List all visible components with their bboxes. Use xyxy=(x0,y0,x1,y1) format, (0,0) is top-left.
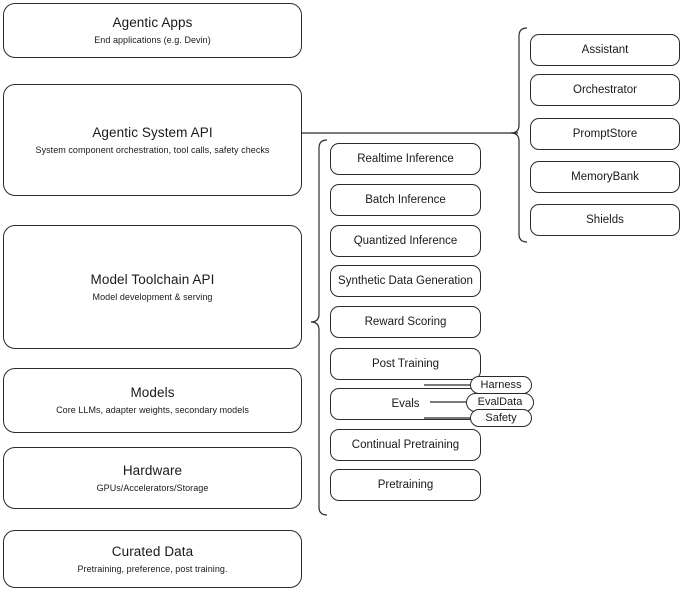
component-assistant[interactable]: Assistant xyxy=(530,34,680,66)
layer-subtitle: Model development & serving xyxy=(92,291,213,302)
layer-title: Agentic Apps xyxy=(112,15,193,30)
capability-batch-inference[interactable]: Batch Inference xyxy=(330,184,481,216)
layer-curated-data[interactable]: Curated Data Pretraining, preference, po… xyxy=(3,530,302,588)
pill-safety[interactable]: Safety xyxy=(470,409,532,427)
capability-pretraining[interactable]: Pretraining xyxy=(330,469,481,501)
component-orchestrator[interactable]: Orchestrator xyxy=(530,74,680,106)
capability-post-training[interactable]: Post Training xyxy=(330,348,481,380)
layer-hardware[interactable]: Hardware GPUs/Accelerators/Storage xyxy=(3,447,302,509)
layer-subtitle: GPUs/Accelerators/Storage xyxy=(96,482,209,493)
layer-title: Model Toolchain API xyxy=(90,271,215,287)
layer-subtitle: System component orchestration, tool cal… xyxy=(35,144,270,155)
capability-reward-scoring[interactable]: Reward Scoring xyxy=(330,306,481,338)
layer-models[interactable]: Models Core LLMs, adapter weights, secon… xyxy=(3,368,302,433)
component-memorybank[interactable]: MemoryBank xyxy=(530,161,680,193)
layer-agentic-apps[interactable]: Agentic Apps End applications (e.g. Devi… xyxy=(3,3,302,58)
component-promptstore[interactable]: PromptStore xyxy=(530,118,680,150)
layer-model-toolchain-api[interactable]: Model Toolchain API Model development & … xyxy=(3,225,302,349)
layer-title: Agentic System API xyxy=(92,124,213,140)
component-shields[interactable]: Shields xyxy=(530,204,680,236)
capability-synthetic-data-generation[interactable]: Synthetic Data Generation xyxy=(330,265,481,297)
layer-title: Hardware xyxy=(122,462,183,478)
layer-title: Models xyxy=(130,385,175,400)
capability-quantized-inference[interactable]: Quantized Inference xyxy=(330,225,481,257)
layer-title: Curated Data xyxy=(111,543,194,559)
layer-subtitle: Pretraining, preference, post training. xyxy=(77,563,228,574)
layer-subtitle: End applications (e.g. Devin) xyxy=(94,35,211,45)
brace-toolchain-capabilities xyxy=(310,139,328,516)
layer-agentic-system-api[interactable]: Agentic System API System component orch… xyxy=(3,84,302,196)
layer-subtitle: Core LLMs, adapter weights, secondary mo… xyxy=(56,405,249,415)
pill-harness[interactable]: Harness xyxy=(470,376,532,394)
capability-realtime-inference[interactable]: Realtime Inference xyxy=(330,143,481,175)
capability-continual-pretraining[interactable]: Continual Pretraining xyxy=(330,429,481,461)
capability-evals[interactable]: Evals xyxy=(330,388,481,420)
brace-agentic-components xyxy=(510,27,528,243)
